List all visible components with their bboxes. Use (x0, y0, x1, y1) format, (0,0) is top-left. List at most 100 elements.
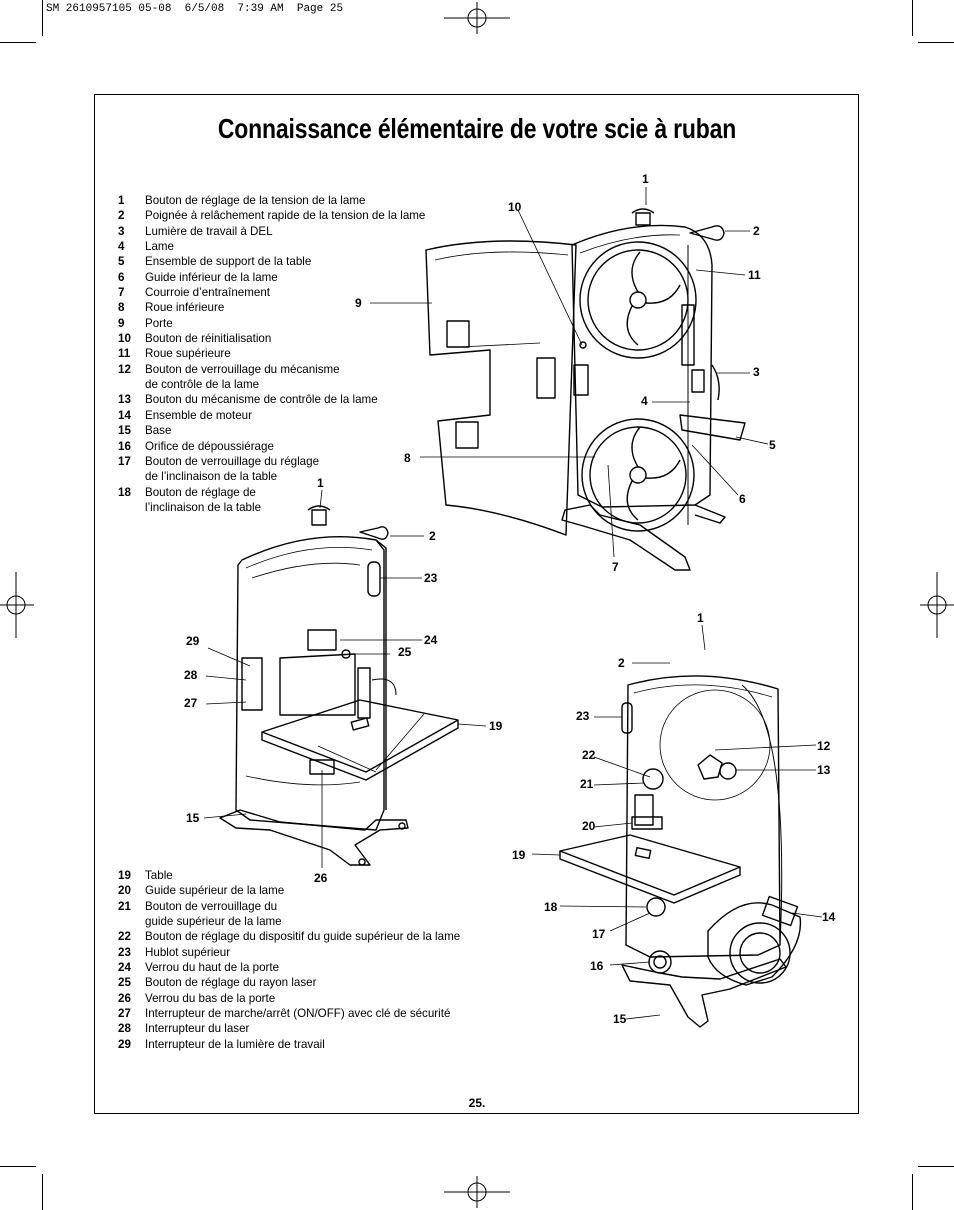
legend-number: 6 (118, 270, 125, 284)
figure-bandsaw-front: 1 2 23 29 24 25 28 27 19 15 26 (180, 470, 510, 890)
callout-fig2-19: 19 (489, 719, 503, 733)
callout-fig3-2: 2 (618, 656, 625, 670)
callout-fig3-18: 18 (544, 900, 558, 914)
callout-fig3-14: 14 (822, 910, 836, 924)
callout-fig3-22: 22 (582, 748, 596, 762)
legend-text: Interrupteur de la lumière de travail (145, 1037, 325, 1051)
registration-mark-top (444, 2, 510, 34)
callout-fig1-4: 4 (641, 394, 648, 408)
callout-fig3-21: 21 (580, 777, 594, 791)
legend-number: 27 (118, 1007, 131, 1021)
legend-text: Bouton de réglage de la tension de la la… (145, 194, 366, 207)
callout-fig1-2: 2 (753, 224, 760, 238)
callout-fig1-10: 10 (508, 200, 522, 214)
legend-item: 9 Porte (118, 316, 425, 331)
legend-text: Poignée à relâchement rapide de la tensi… (145, 209, 426, 223)
legend-text: Roue inférieure (145, 301, 225, 315)
legend-text: Hublot supérieur (145, 945, 231, 959)
legend-number: 12 (118, 362, 131, 376)
page-title: Connaissance élémentaire de votre scie à… (217, 113, 737, 144)
legend-number: 8 (118, 301, 125, 315)
crop-mark (918, 1166, 954, 1167)
registration-mark-bottom (444, 1176, 510, 1208)
crop-mark (0, 42, 36, 43)
legend-item: 26 Verrou du bas de la porte (118, 991, 460, 1006)
legend-number: 21 (118, 899, 131, 913)
callout-fig3-20: 20 (582, 819, 596, 833)
callout-fig2-1: 1 (317, 476, 324, 490)
legend-text: Guide supérieur de la lame (145, 884, 285, 898)
page-frame (94, 94, 859, 1114)
callout-fig2-24: 24 (424, 633, 438, 647)
figure-bandsaw-open: 1 10 2 11 9 3 4 5 8 6 7 (340, 165, 790, 585)
legend-text: Bouton du mécanisme de contrôle de la la… (145, 393, 378, 407)
callout-fig3-1: 1 (697, 611, 704, 625)
legend-number: 19 (118, 869, 131, 882)
callout-fig3-13: 13 (817, 763, 831, 777)
legend-number: 24 (118, 961, 131, 975)
callout-fig3-12: 12 (817, 739, 831, 753)
legend-number: 23 (118, 945, 131, 959)
legend-number: 7 (118, 286, 125, 300)
legend-number: 17 (118, 454, 131, 468)
legend-number: 9 (118, 316, 125, 330)
legend-text: Ensemble de moteur (145, 408, 252, 422)
legend-text: Bouton de réglage du rayon laser (145, 976, 317, 990)
callout-fig3-16: 16 (590, 959, 604, 973)
legend-number: 26 (118, 991, 131, 1005)
page-number: 25. (468, 1096, 486, 1110)
legend-number: 25 (118, 976, 131, 990)
callout-fig3-17: 17 (592, 927, 606, 941)
legend-number: 11 (118, 347, 131, 361)
legend-number: 29 (118, 1037, 131, 1051)
legend-text: Porte (145, 316, 173, 330)
legend-text: Interrupteur de marche/arrêt (ON/OFF) av… (145, 1007, 451, 1021)
crop-mark (0, 1166, 36, 1167)
legend-number: 4 (118, 240, 125, 254)
legend-item: 20 Guide supérieur de la lame (118, 883, 460, 898)
legend-number: 3 (118, 224, 125, 238)
legend-list-top: 1 Bouton de réglage de la tension de la l… (118, 193, 425, 515)
legend-number: 2 (118, 209, 125, 223)
legend-text: Verrou du bas de la porte (145, 991, 276, 1005)
legend-number: 20 (118, 884, 131, 898)
legend-text: Bouton de réinitialisation (145, 332, 272, 346)
legend-text: Bouton de réglage de l’inclinaison de la… (145, 485, 262, 514)
legend-text: Lame (145, 240, 175, 254)
legend-item: 2 Poignée à relâchement rapide de la tens… (118, 208, 425, 223)
legend-text: Orifice de dépoussiérage (145, 439, 274, 453)
callout-fig2-25: 25 (398, 645, 412, 659)
legend-item: 16 Orifice de dépoussiérage (118, 439, 425, 454)
legend-item: 29 Interrupteur de la lumière de travail (118, 1037, 460, 1052)
legend-text: Roue supérieure (145, 347, 231, 361)
legend-text: Guide inférieur de la lame (145, 270, 278, 284)
legend-number: 22 (118, 930, 131, 944)
crop-mark (42, 1174, 43, 1210)
callout-fig3-23: 23 (576, 709, 590, 723)
callout-fig2-2: 2 (429, 529, 436, 543)
callout-fig1-1: 1 (642, 172, 649, 186)
legend-number: 5 (118, 255, 125, 269)
legend-number: 16 (118, 439, 131, 453)
callout-fig2-29: 29 (186, 634, 200, 648)
callout-fig2-23: 23 (424, 571, 438, 585)
legend-item: 25 Bouton de réglage du rayon laser (118, 975, 460, 990)
legend-text: Base (145, 424, 172, 438)
callout-fig2-27: 27 (184, 696, 198, 710)
legend-number: 18 (118, 485, 131, 499)
registration-mark-left (0, 572, 34, 638)
